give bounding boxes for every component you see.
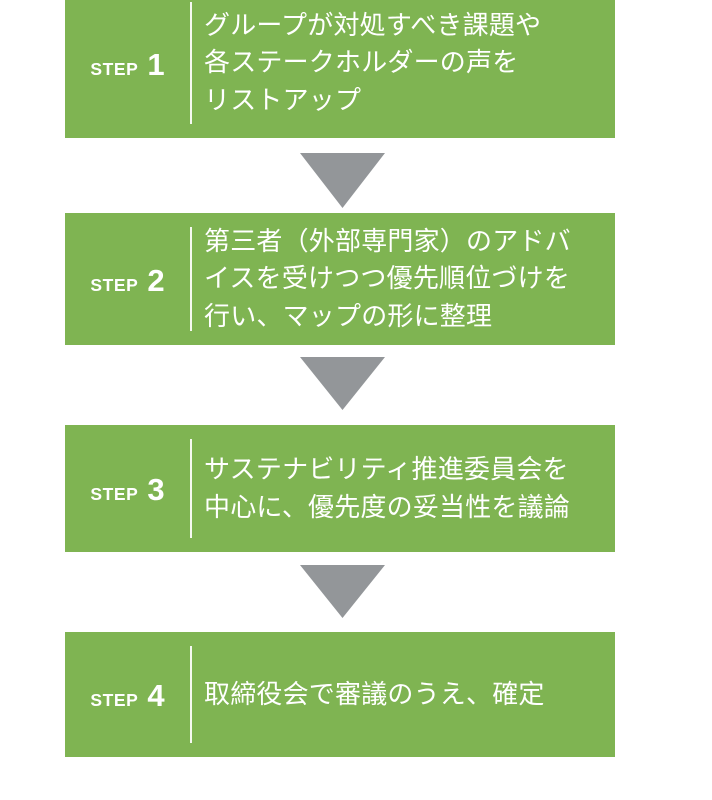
step-body-text-2: 第三者（外部専門家）のアドバ イスを受けつつ優先順位づけを 行い、マップの形に整…	[204, 225, 571, 331]
arrow-down-icon-3	[300, 565, 385, 618]
step-box-4[interactable]: STEP 4 取締役会で審議のうえ、確定	[65, 632, 615, 757]
step-label-cell-2: STEP 2	[65, 213, 190, 345]
step-word-2: STEP	[90, 274, 139, 295]
step-body-cell-3: サステナビリティ推進委員会を 中心に、優先度の妥当性を議論	[192, 425, 615, 552]
step-word-1: STEP	[90, 58, 139, 79]
step-label-inner-4: STEP 4	[90, 680, 164, 711]
arrow-down-icon-1	[300, 153, 385, 208]
step-body-text-1: グループが対処すべき課題や 各ステークホルダーの声を リストアップ	[204, 9, 542, 115]
step-box-1[interactable]: STEP 1 グループが対処すべき課題や 各ステークホルダーの声を リストアップ	[65, 0, 615, 138]
step-label-cell-1: STEP 1	[65, 0, 190, 138]
step-body-cell-2: 第三者（外部専門家）のアドバ イスを受けつつ優先順位づけを 行い、マップの形に整…	[192, 213, 615, 345]
step-body-cell-4: 取締役会で審議のうえ、確定	[192, 632, 615, 757]
step-word-4: STEP	[90, 690, 139, 710]
step-divider-1	[190, 2, 192, 124]
step-number-1: 1	[147, 46, 165, 82]
step-word-3: STEP	[90, 484, 139, 504]
step-number-4: 4	[147, 678, 165, 713]
step-label-cell-4: STEP 4	[65, 632, 190, 757]
step-box-3[interactable]: STEP 3 サステナビリティ推進委員会を 中心に、優先度の妥当性を議論	[65, 425, 615, 552]
step-body-text-3: サステナビリティ推進委員会を 中心に、優先度の妥当性を議論	[204, 454, 571, 522]
arrow-down-icon-2	[300, 357, 385, 410]
step-label-cell-3: STEP 3	[65, 425, 190, 552]
step-number-3: 3	[147, 472, 165, 507]
step-body-cell-1: グループが対処すべき課題や 各ステークホルダーの声を リストアップ	[192, 0, 615, 138]
step-label-inner-3: STEP 3	[90, 474, 164, 505]
step-label-inner-1: STEP 1	[90, 49, 164, 80]
step-number-2: 2	[147, 262, 165, 298]
step-box-2[interactable]: STEP 2 第三者（外部専門家）のアドバ イスを受けつつ優先順位づけを 行い、…	[65, 213, 615, 345]
step-body-text-4: 取締役会で審議のうえ、確定	[204, 678, 545, 709]
step-divider-4	[190, 646, 192, 743]
step-label-inner-2: STEP 2	[90, 265, 164, 296]
step-divider-3	[190, 439, 192, 538]
step-divider-2	[190, 227, 192, 331]
